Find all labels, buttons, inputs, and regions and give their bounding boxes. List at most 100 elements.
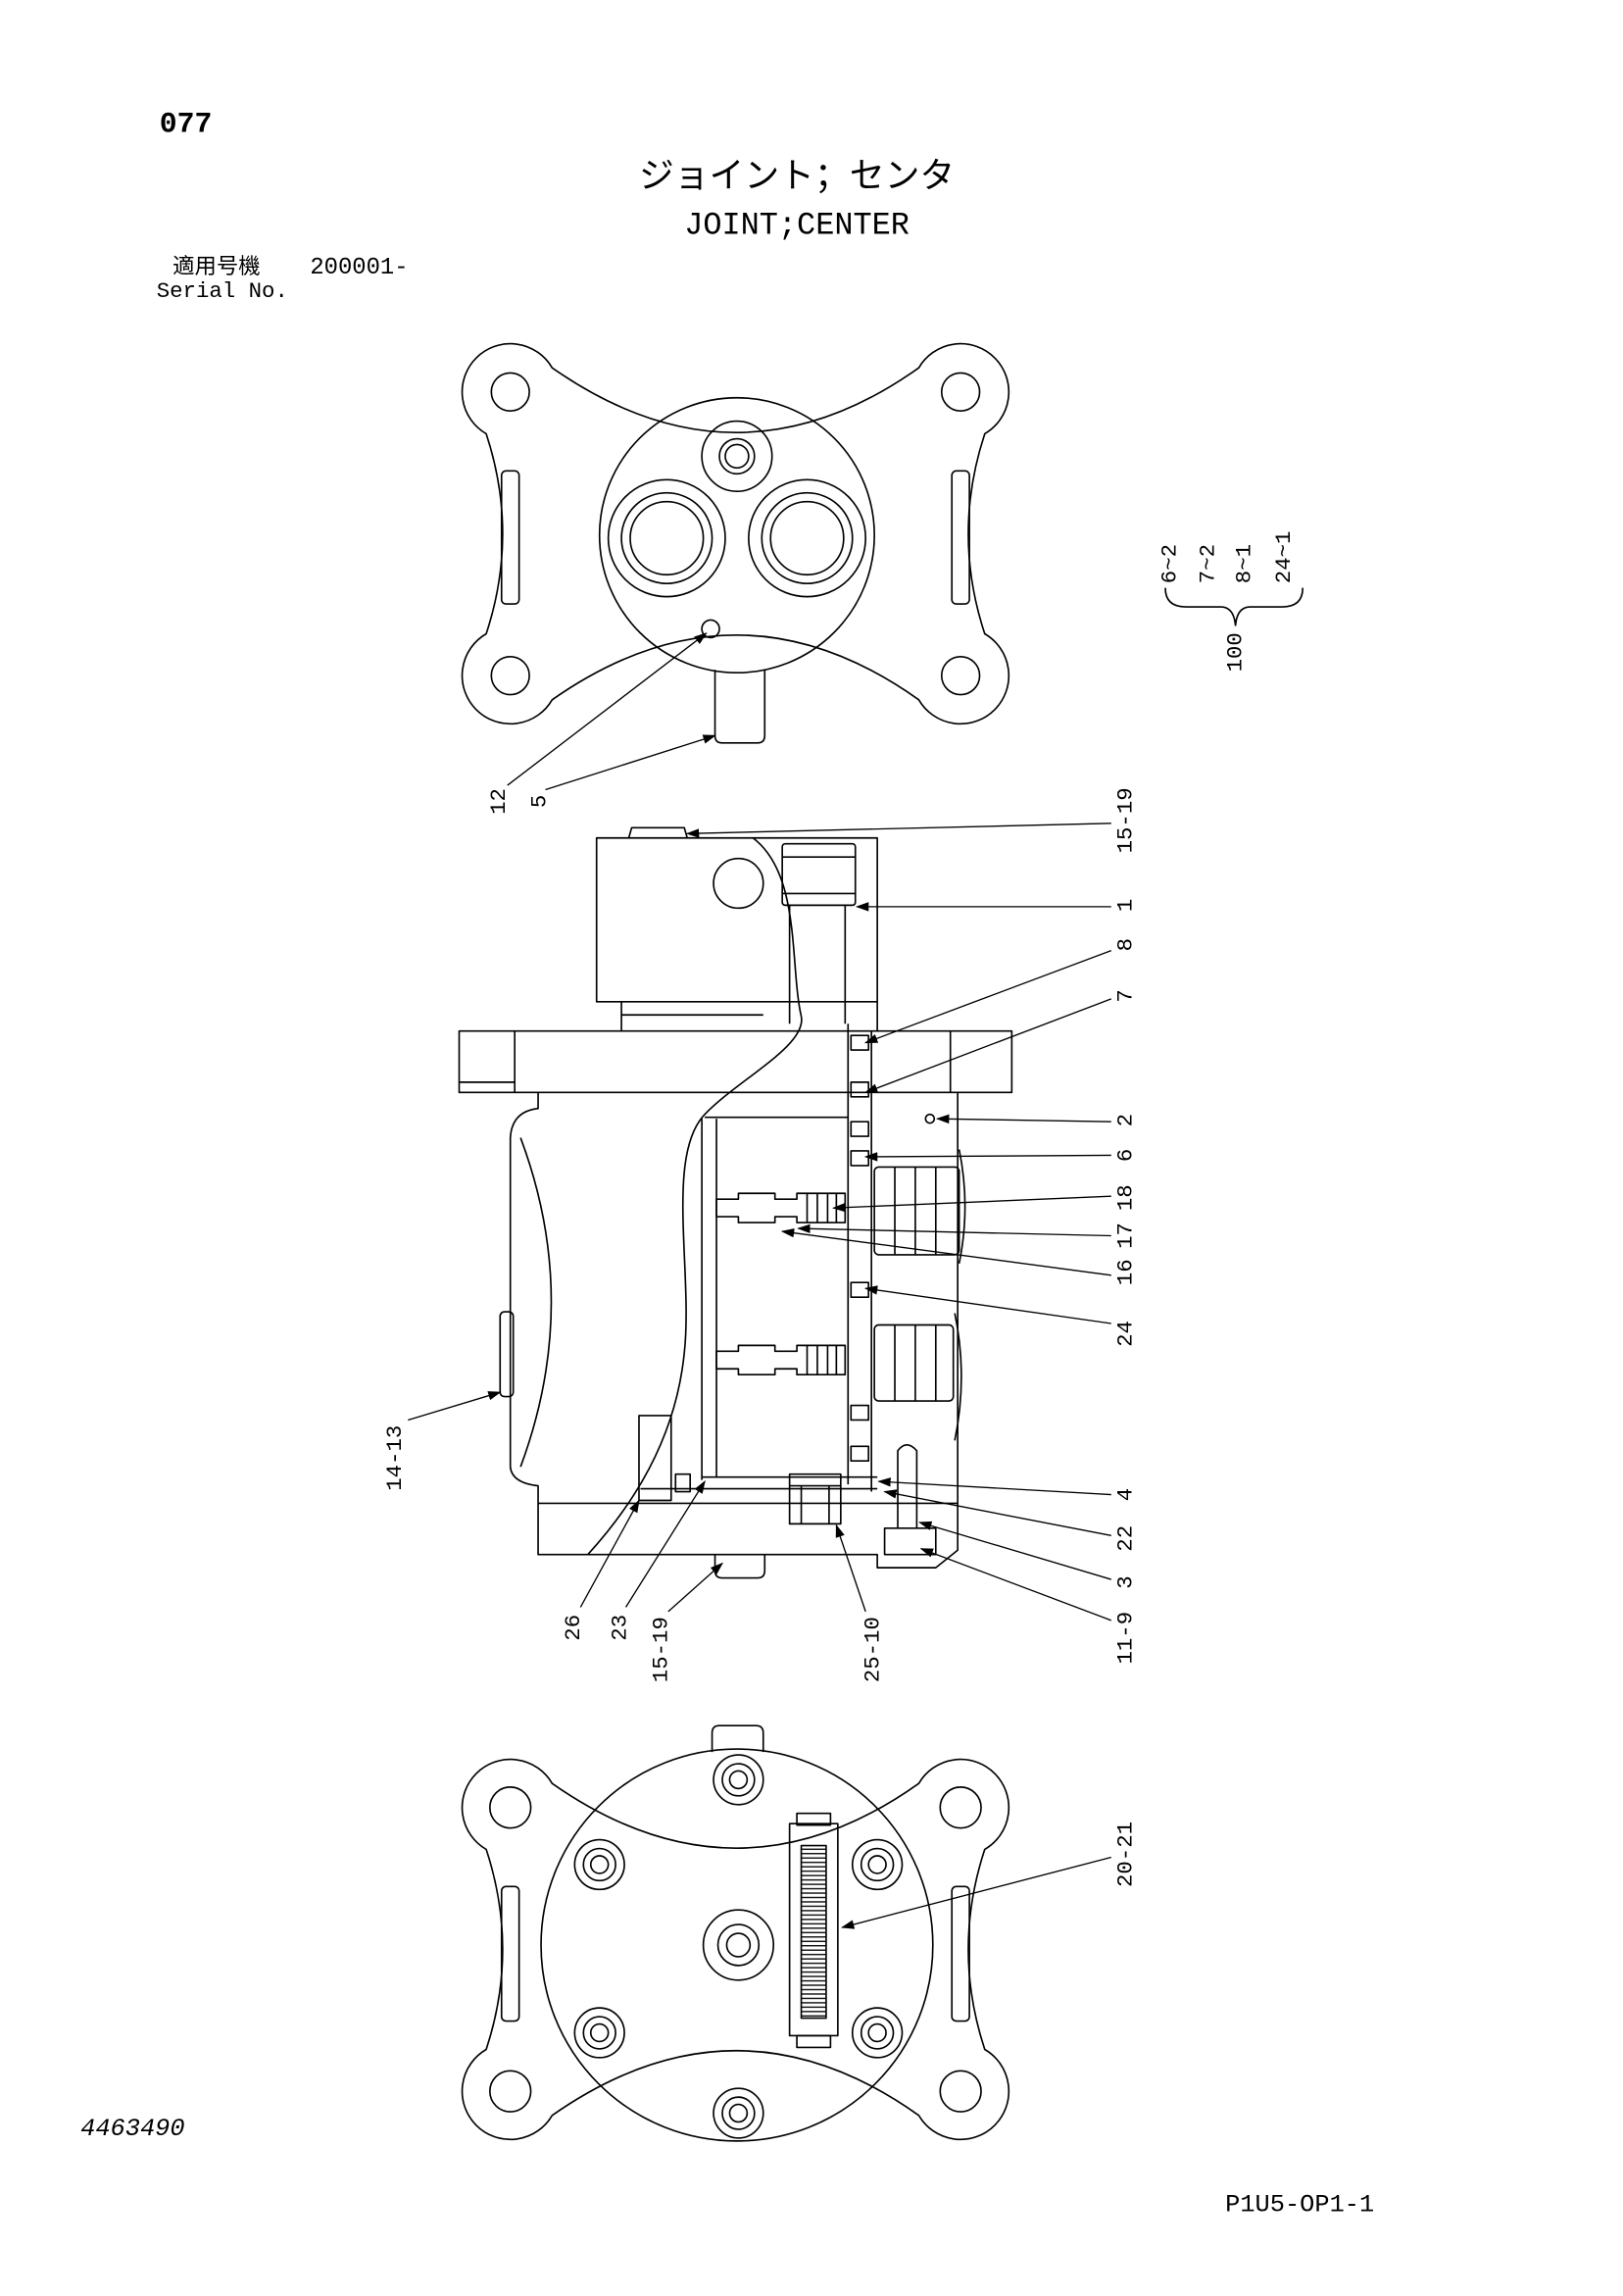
leader-line-4 <box>877 1477 1111 1496</box>
cover-bolt-head <box>851 1838 904 1891</box>
head-cap <box>627 826 688 838</box>
leader-line-8 <box>863 949 1112 1044</box>
mounting-hole <box>489 2070 532 2113</box>
mounting-hole <box>939 1786 982 1829</box>
body-outline <box>509 1092 959 1569</box>
mounting-hole <box>940 372 981 412</box>
leader-line-14-13 <box>408 1391 502 1422</box>
leader-line-26 <box>579 1499 640 1608</box>
head-neck <box>620 1001 878 1031</box>
head-plug-hole <box>713 857 764 910</box>
kit-member-label: 7~2 <box>1195 544 1220 583</box>
kit-member-label: 6~2 <box>1156 544 1182 583</box>
kit-member-label: 24~1 <box>1271 531 1297 584</box>
callout-22: 22 <box>1113 1525 1139 1552</box>
o-ring <box>674 1472 692 1493</box>
cover-bolt-head <box>573 1838 625 1891</box>
serial-start-value: 200001- <box>310 255 408 281</box>
bottom-cover <box>540 1748 934 2142</box>
title-japanese: ジョイント；センタ <box>639 156 955 196</box>
center-port-bottom <box>702 1909 775 1981</box>
mounting-hole <box>489 1786 532 1829</box>
callout-18: 18 <box>1113 1184 1139 1211</box>
callout-5: 5 <box>527 795 553 808</box>
swivel-head <box>595 836 878 1003</box>
spindle-section-lines <box>640 1023 878 1492</box>
probe-lower <box>715 1344 847 1376</box>
stopper-key <box>713 670 766 744</box>
name-plate <box>788 1812 839 2049</box>
bottom-stopper-key <box>713 1554 766 1579</box>
leader-line-18 <box>832 1195 1111 1213</box>
cover-bolt-head <box>713 2087 764 2139</box>
flange-steps <box>459 1030 952 1093</box>
leader-line-15-19-top <box>685 823 1111 838</box>
adapter-upper <box>873 1149 966 1265</box>
leader-line-22 <box>883 1489 1111 1536</box>
bottom-view <box>461 1724 1010 2142</box>
leader-line-12 <box>507 632 708 786</box>
head-port-fitting <box>781 842 857 907</box>
callout-6: 6 <box>1113 1149 1139 1162</box>
cover-bolt-head <box>573 2007 625 2059</box>
leader-line-23 <box>624 1479 706 1608</box>
side-boss <box>500 1885 520 2022</box>
head-port-fitting-lines <box>782 856 856 895</box>
left-port <box>607 478 726 598</box>
mounting-hole <box>939 2070 982 2113</box>
leader-line-20-21 <box>841 1856 1111 1929</box>
seal-grooves <box>850 1034 869 1463</box>
callout-20-21: 20-21 <box>1113 1822 1139 1887</box>
callout-17: 17 <box>1113 1223 1139 1249</box>
leader-line-16 <box>780 1227 1111 1276</box>
page-code: P1U5-OP1-1 <box>1225 2190 1374 2219</box>
callout-15-19-top: 15-19 <box>1113 787 1139 853</box>
right-port <box>748 478 867 598</box>
flange-plate-outline <box>461 342 1010 725</box>
callout-8: 8 <box>1113 938 1139 951</box>
leader-line-25-10 <box>835 1523 866 1613</box>
side-boss <box>951 1885 970 2022</box>
side-view <box>458 826 1013 1579</box>
ring <box>638 1415 672 1502</box>
callout-11-9: 11-9 <box>1113 1612 1139 1665</box>
title-english: JOINT;CENTER <box>684 208 910 244</box>
callout-16: 16 <box>1113 1259 1139 1285</box>
callout-3: 3 <box>1113 1575 1139 1588</box>
side-boss <box>500 470 520 605</box>
callout-2: 2 <box>1113 1114 1139 1126</box>
section-break-line <box>587 837 803 1556</box>
kit-member-label: 8~1 <box>1232 544 1257 583</box>
callout-12: 12 <box>486 788 512 815</box>
bottom-key-protrusion <box>711 1724 764 1753</box>
drawing-number: 4463490 <box>80 2115 184 2143</box>
callout-14-13: 14-13 <box>382 1425 408 1491</box>
leader-line-6 <box>863 1152 1111 1162</box>
leader-line-2 <box>935 1114 1111 1124</box>
serial-number-label: Serial No. <box>157 278 288 304</box>
callout-25-10: 25-10 <box>861 1617 886 1682</box>
page-number: 077 <box>160 107 213 140</box>
cover-bolt-head <box>851 2007 904 2059</box>
callout-24: 24 <box>1113 1321 1139 1347</box>
center-port <box>701 420 773 493</box>
top-view <box>461 342 1010 744</box>
body-port-mark <box>924 1113 936 1124</box>
probe-upper <box>715 1192 847 1223</box>
side-boss <box>951 470 970 605</box>
stopper-pin <box>883 1444 937 1556</box>
callout-15-19-bottom: 15-19 <box>648 1617 673 1682</box>
mounting-hole <box>940 655 981 696</box>
kit-parent-label: 100 <box>1223 632 1249 672</box>
leader-line-3 <box>918 1521 1111 1580</box>
kit-group: 6~2 7~2 8~1 24~1 100 <box>1156 531 1304 672</box>
callout-4: 4 <box>1113 1488 1139 1501</box>
leader-line-5 <box>545 734 716 791</box>
leader-line-17 <box>797 1223 1111 1237</box>
callout-1: 1 <box>1113 899 1139 912</box>
body-flange <box>458 1029 1013 1094</box>
cover-bolt <box>788 1472 842 1525</box>
callout-7: 7 <box>1113 989 1139 1002</box>
leader-line-11-9 <box>919 1548 1112 1622</box>
leader-line-15-19-bottom <box>667 1562 724 1613</box>
